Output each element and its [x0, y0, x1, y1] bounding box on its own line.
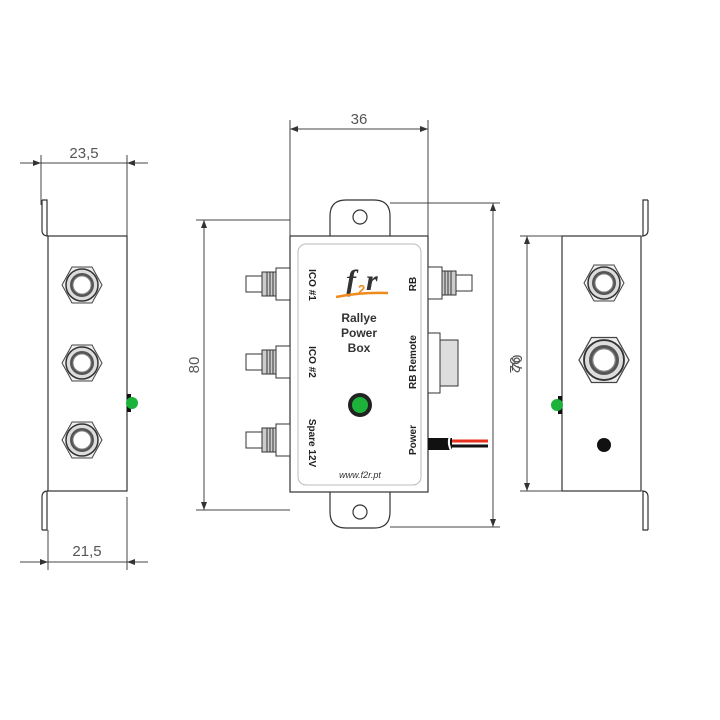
mount-hole-icon: [352, 504, 368, 520]
label-rb-remote: RB Remote: [408, 335, 419, 389]
dim-36: 36: [351, 111, 368, 128]
title-line-1: Rallye: [341, 311, 377, 325]
rb-connector: [427, 266, 473, 300]
front-view: f 2 r Rallye Power Box ICO #1 ICO #2 Spa…: [186, 111, 523, 529]
rb-remote-connector: [427, 332, 459, 394]
dim-92: 92: [506, 357, 523, 374]
dim-70: 70: [509, 355, 526, 372]
f2r-logo: f 2 r: [335, 264, 389, 299]
svg-text:2: 2: [358, 282, 365, 297]
svg-text:r: r: [366, 264, 378, 297]
svg-text:f: f: [346, 264, 359, 297]
left-side-view: 23,5 21,5: [20, 145, 148, 570]
power-cable: [428, 435, 488, 453]
dim-21-5: 21,5: [72, 543, 101, 560]
dim-23-5: 23,5: [69, 145, 98, 162]
led-icon: [551, 399, 563, 411]
title-line-2: Power: [341, 326, 377, 340]
label-ico2: ICO #2: [306, 346, 317, 378]
label-rb: RB: [408, 277, 419, 291]
ico2-connector: [245, 345, 291, 379]
label-ico1: ICO #1: [306, 269, 317, 301]
mount-hole-icon: [352, 209, 368, 225]
label-spare: Spare 12V: [306, 419, 317, 468]
website-url: www.f2r.pt: [339, 470, 381, 480]
ico1-connector: [245, 267, 291, 301]
dim-80: 80: [186, 357, 203, 374]
title-line-3: Box: [348, 341, 371, 355]
led-icon: [126, 397, 138, 409]
cable-hole-icon: [597, 438, 611, 452]
label-power: Power: [408, 425, 419, 455]
spare-connector: [245, 423, 291, 457]
right-side-view: 70: [509, 199, 649, 531]
